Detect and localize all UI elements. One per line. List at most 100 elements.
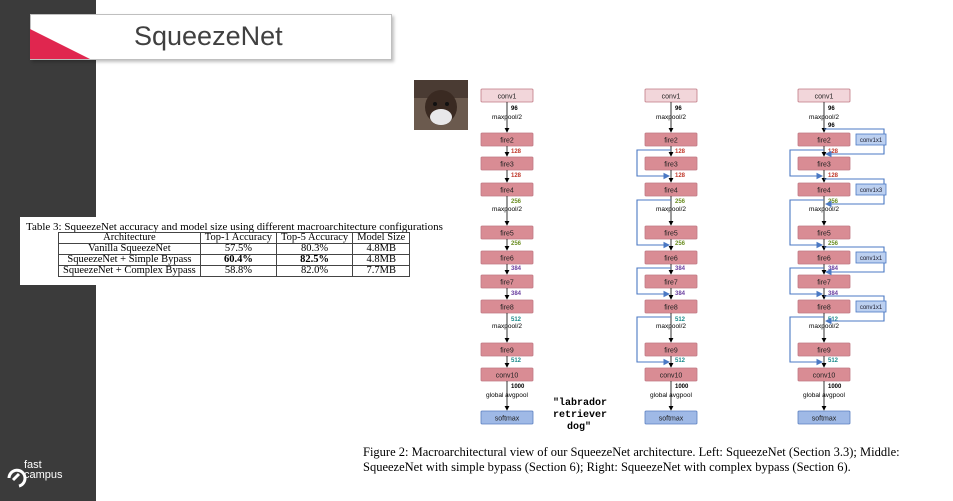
layer-label-fire4: fire4 [664,188,678,195]
table-cell: SqueezeNet + Complex Bypass [58,265,201,277]
channel-label-c1000: 1000 [675,384,689,390]
layer-label-fire8: fire8 [664,305,678,312]
table-row: SqueezeNet + Complex Bypass 58.8% 82.0% … [58,265,411,277]
channel-label-c128: 128 [675,173,686,179]
table-row: SqueezeNet + Simple Bypass 60.4% 82.5% 4… [58,254,411,266]
layer-box-softmax [480,410,534,425]
complex-bypass-line [824,246,885,252]
complex-bypass-return [824,312,885,325]
layer-label-conv1: conv1 [815,94,834,101]
layer-label-fire9: fire9 [664,348,678,355]
complex-bypass-line [824,295,885,301]
channel-label-c512: 512 [511,317,522,323]
bypass-conv-box [855,300,887,313]
logo-line-1: fast [24,459,42,471]
input-dog-photo [414,80,468,130]
table-caption: Table 3: SqueezeNet accuracy and model s… [26,221,443,233]
bypass-conv-box [855,183,887,196]
channel-label-c96: 96 [828,106,835,112]
bypass-conv-label: conv1x3 [860,188,883,194]
output-label: "labrador retriever dog" [553,397,607,433]
channel-label-c256: 256 [675,199,686,205]
bypass-conv-label: conv1x1 [860,138,883,144]
layer-label-fire6: fire6 [500,256,514,263]
complex-bypass-line [824,178,885,184]
logo-mark-icon [7,468,27,488]
simple-bypass-line [636,149,671,180]
layer-label-fire2: fire2 [664,138,678,145]
layer-label-conv10: conv10 [813,373,836,380]
pool-label-global: global avgpool [803,392,845,399]
layer-label-fire6: fire6 [817,256,831,263]
output-label-line-3: dog" [567,421,591,433]
channel-label-c384: 384 [511,291,522,297]
channel-label-c96: 96 [828,123,835,129]
simple-bypass-line [789,267,824,298]
simple-bypass-line [789,316,824,366]
complex-bypass-return [824,195,885,208]
channel-label-c96: 96 [511,106,518,112]
channel-label-c512: 512 [675,317,686,323]
layer-label-fire7: fire7 [500,280,514,287]
channel-label-c384: 384 [675,291,686,297]
accuracy-table: Architecture Top-1 Accuracy Top-5 Accura… [58,232,411,277]
channel-label-c256: 256 [675,241,686,247]
layer-label-fire9: fire9 [817,348,831,355]
pool-label-maxpool: maxpool/2 [492,206,522,213]
simple-bypass-line [789,199,824,249]
simple-bypass-line [636,267,671,298]
channel-label-c384: 384 [828,291,839,297]
logo-line-2: campus [24,469,63,481]
layer-label-fire3: fire3 [664,162,678,169]
layer-label-fire6: fire6 [664,256,678,263]
layer-label-fire3: fire3 [817,162,831,169]
table-cell: 7.7MB [352,265,411,277]
table-header-row: Architecture Top-1 Accuracy Top-5 Accura… [58,232,411,244]
channel-label-c128: 128 [675,149,686,155]
pool-label-maxpool: maxpool/2 [809,114,839,121]
channel-label-c384: 384 [675,266,686,272]
layer-label-fire8: fire8 [817,305,831,312]
layer-label-conv1: conv1 [662,94,681,101]
diagram-right-column: conv196maxpool/296fire2128fire3128fire42… [789,88,887,425]
layer-label-conv10: conv10 [496,373,519,380]
pool-label-maxpool: maxpool/2 [492,114,522,121]
bypass-conv-label: conv1x1 [860,305,883,311]
simple-bypass-line [789,149,824,180]
layer-label-fire2: fire2 [500,138,514,145]
diagram-middle-column: conv1 96 maxpool/2 fire2 128 fire3 128 fire4 256… [636,88,698,425]
layer-label-fire3: fire3 [500,162,514,169]
layer-label-fire5: fire5 [664,231,678,238]
channel-label-c128: 128 [828,173,839,179]
simple-bypass-line [636,199,671,249]
channel-label-c128: 128 [511,173,522,179]
bypass-conv-label: conv1x1 [860,256,883,262]
channel-label-c128: 128 [828,149,839,155]
channel-label-c512: 512 [828,358,839,364]
layer-label-fire7: fire7 [664,280,678,287]
table-row: Vanilla SqueezeNet 57.5% 80.3% 4.8MB [58,243,411,255]
layer-label-softmax: softmax [495,416,520,423]
channel-label-c384: 384 [511,266,522,272]
output-label-line-1: "labrador [553,397,607,409]
layer-label-fire5: fire5 [817,231,831,238]
pool-label-maxpool: maxpool/2 [809,323,839,330]
layer-label-fire7: fire7 [817,280,831,287]
layer-label-softmax: softmax [659,416,684,423]
diagram-left-column: conv196maxpool/2fire2128fire3128fire4256… [480,88,534,425]
figure-caption: Figure 2: Macroarchitectural view of our… [363,445,900,474]
logo-wordmark: fast campus [24,459,63,481]
channel-label-c256: 256 [511,199,522,205]
channel-label-c256: 256 [828,199,839,205]
channel-label-c96: 96 [675,106,682,112]
table-cell: 58.8% [199,265,277,277]
complex-bypass-line [824,128,885,134]
layer-label-conv10: conv10 [660,373,683,380]
pool-label-maxpool: maxpool/2 [656,114,686,121]
table-3: Table 3: SqueezeNet accuracy and model s… [20,217,460,285]
simple-bypass-line [636,316,671,366]
layer-label-fire2: fire2 [817,138,831,145]
output-label-line-2: retriever [553,409,607,421]
title-box [30,14,392,60]
channel-label-c256: 256 [511,241,522,247]
